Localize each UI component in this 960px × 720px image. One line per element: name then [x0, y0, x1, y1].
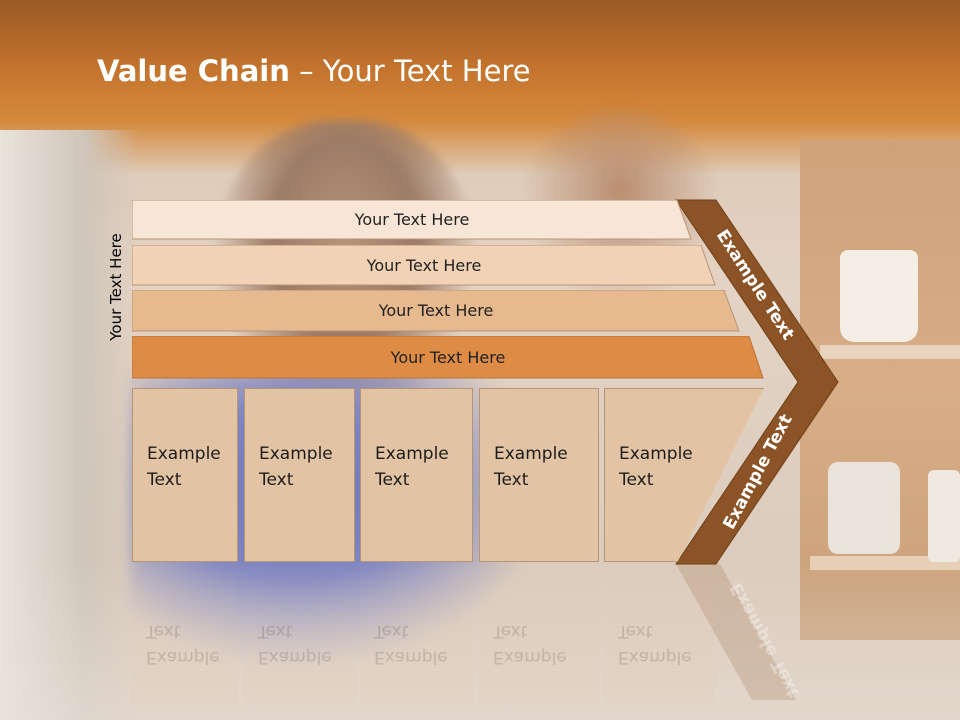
slide-title[interactable]: Value Chain – Your Text Here — [97, 54, 531, 88]
activity-box-4[interactable]: Example Text — [479, 388, 599, 562]
reflection-line1: Example — [146, 647, 220, 667]
value-bar-3-label: Your Text Here — [378, 301, 494, 320]
chevron-reflection — [676, 564, 796, 700]
activity-box-4-reflection: Example Text — [479, 564, 599, 704]
value-bar-4-label: Your Text Here — [390, 347, 506, 367]
activity-box-3-line2: Text — [375, 470, 410, 490]
activity-box-1-reflection: Example Text — [132, 564, 238, 704]
reflection-line2: Text — [374, 621, 409, 641]
activity-box-1[interactable]: Example Text — [132, 388, 238, 562]
activity-box-4-line1: Example — [494, 444, 568, 464]
value-bar-1-label: Your Text Here — [354, 210, 470, 229]
activity-box-3[interactable]: Example Text — [360, 388, 473, 562]
value-bar-1-shape — [132, 200, 692, 240]
background-pottery — [840, 250, 918, 342]
reflection-line1: Example — [493, 647, 567, 667]
activity-box-2-line1: Example — [259, 444, 333, 464]
value-bar-2-label: Your Text Here — [366, 255, 482, 275]
reflection-line1: Example — [374, 647, 448, 667]
value-bar-2[interactable]: Your Text Here — [132, 245, 716, 286]
activity-box-3-reflection: Example Text — [360, 564, 473, 704]
background-fade — [0, 560, 960, 720]
activity-box-3-line1: Example — [375, 444, 449, 464]
value-bar-3-shape — [132, 290, 740, 332]
value-bar-1[interactable]: Your Text Here — [132, 200, 692, 240]
activity-box-4-line2: Text — [494, 470, 529, 490]
activity-box-1-line2: Text — [147, 470, 182, 490]
activity-box-5-reflection: Example Text — [604, 564, 714, 704]
background-pottery — [928, 470, 960, 562]
slide-title-rest: – Your Text Here — [289, 54, 531, 88]
value-bar-4[interactable]: Your Text Here — [132, 336, 764, 379]
value-bar-2-shape — [132, 245, 716, 286]
slide-title-bold: Value Chain — [97, 54, 290, 88]
activity-box-5-line1: Example — [619, 444, 693, 464]
chevron-shape — [675, 199, 839, 565]
reflection-line2: Text — [258, 621, 293, 641]
reflection-line1: Example — [618, 647, 692, 667]
background-pottery — [828, 462, 900, 554]
reflection-line2: Text — [146, 621, 181, 641]
activity-box-1-line1: Example — [147, 444, 221, 464]
activity-box-2[interactable]: Example Text — [244, 388, 355, 562]
reflection-line2: Text — [493, 621, 528, 641]
activity-box-2-reflection: Example Text — [244, 564, 355, 704]
value-bar-3[interactable]: Your Text Here — [132, 290, 740, 332]
activity-box-2-line2: Text — [259, 470, 294, 490]
activity-box-5-line2: Text — [619, 470, 654, 490]
value-bar-4-shape — [132, 336, 764, 379]
reflection-line1: Example — [258, 647, 332, 667]
background-shelf-board — [820, 345, 960, 359]
reflection-line2: Text — [618, 621, 653, 641]
